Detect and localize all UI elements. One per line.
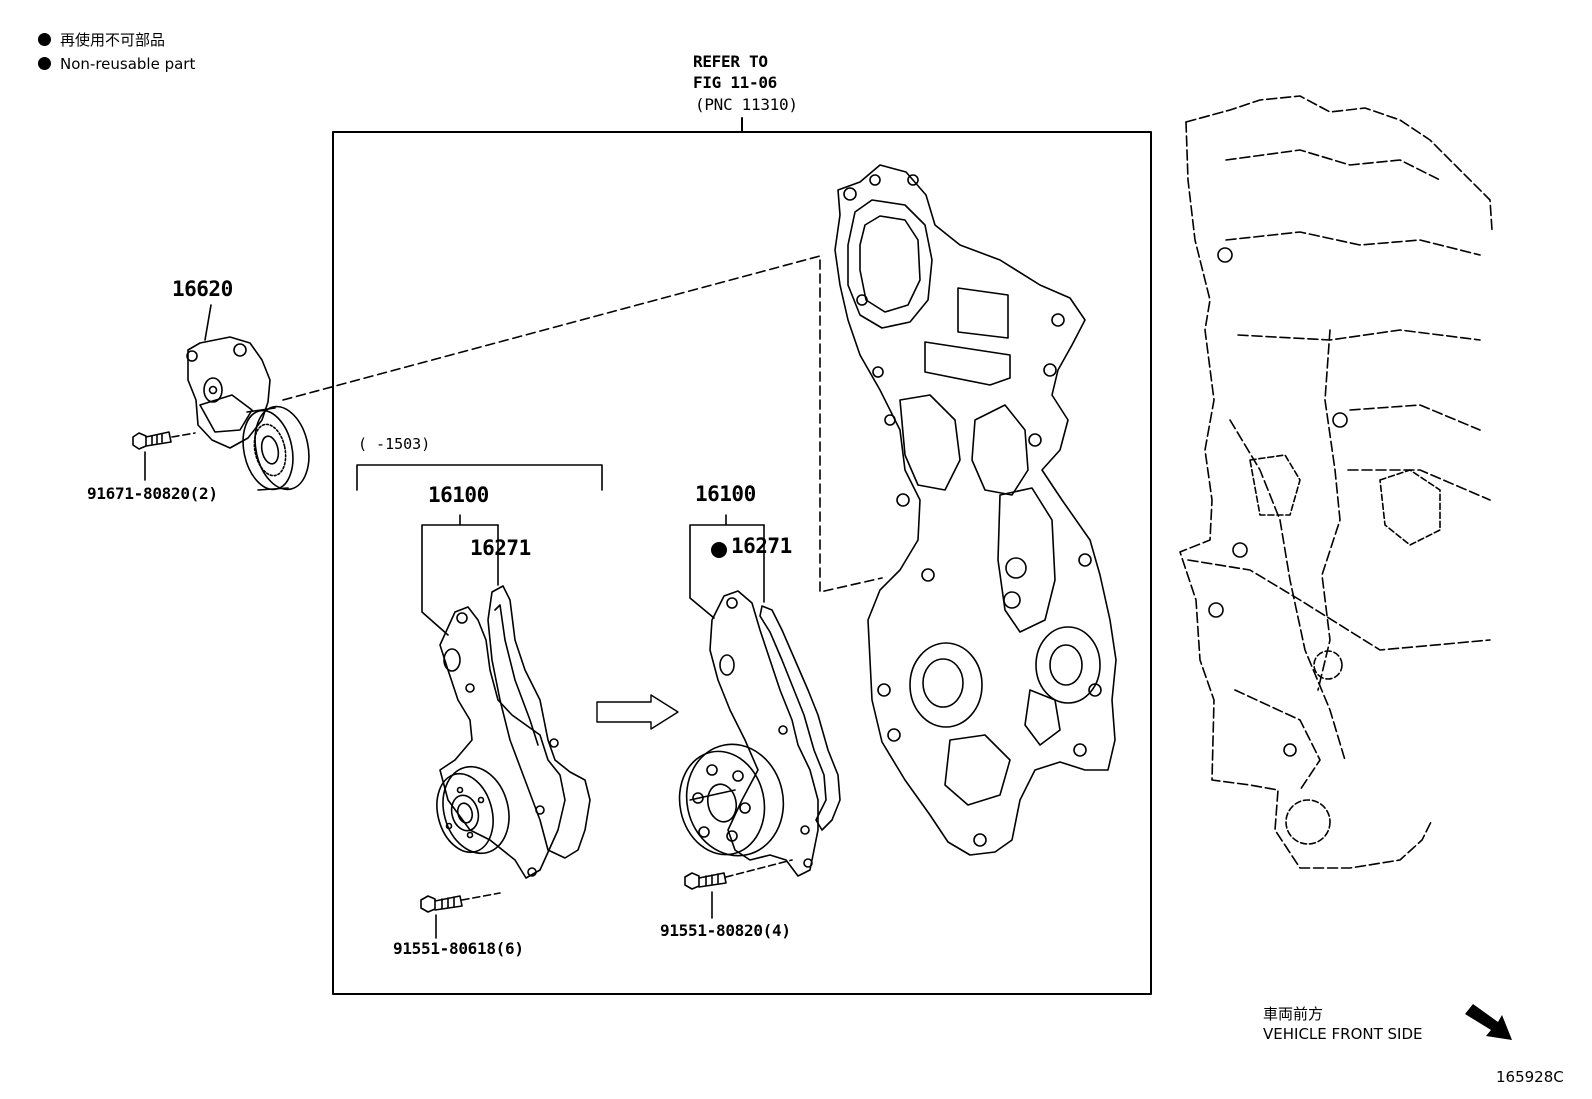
water-pump-old-drawing [421,514,591,879]
legend-jp: 再使用不可部品 [38,29,165,50]
refer-line1: REFER TO [693,52,768,71]
replacement-arrow [596,694,679,730]
part-bolt-new-label[interactable]: 91551-80820(4) [660,921,791,940]
legend-en: Non-reusable part [38,55,195,73]
part-bolt-old-label[interactable]: 91551-80618(6) [393,939,524,958]
legend-dot-icon [38,33,51,46]
vehicle-front-en: VEHICLE FRONT SIDE [1263,1025,1423,1043]
part-16271-new-label[interactable]: 16271 [731,534,792,558]
part-16620-label[interactable]: 16620 [172,277,233,301]
date-range-label: ( -1503) [358,435,431,453]
engine-block-details [1208,247,1441,845]
legend-dot-icon [38,57,51,70]
part-16100-old-label[interactable]: 16100 [428,483,489,507]
part-tensioner-bolt-label[interactable]: 91671-80820(2) [87,484,218,503]
tensioner-bolt-drawing [132,431,196,481]
tensioner-drawing [186,304,310,491]
part-16271-old-label[interactable]: 16271 [470,536,531,560]
tensioner-leader-dashed [282,255,883,593]
timing-cover-drawing [834,164,1117,856]
bolt-new-drawing [684,859,793,919]
part-16100-new-label[interactable]: 16100 [695,482,756,506]
engine-block-drawing [1179,95,1493,869]
refer-line3: (PNC 11310) [695,95,798,114]
refer-line2: FIG 11-06 [693,73,777,92]
figure-id: 165928C [1496,1068,1564,1086]
bolt-old-drawing [420,892,501,939]
date-range-bracket [356,464,603,491]
vehicle-front-arrow-icon [1465,1004,1512,1040]
non-reusable-marker-icon [711,542,727,558]
water-pump-new-drawing [678,514,841,877]
refer-box [332,131,1152,995]
vehicle-front-jp: 車両前方 [1263,1005,1324,1023]
